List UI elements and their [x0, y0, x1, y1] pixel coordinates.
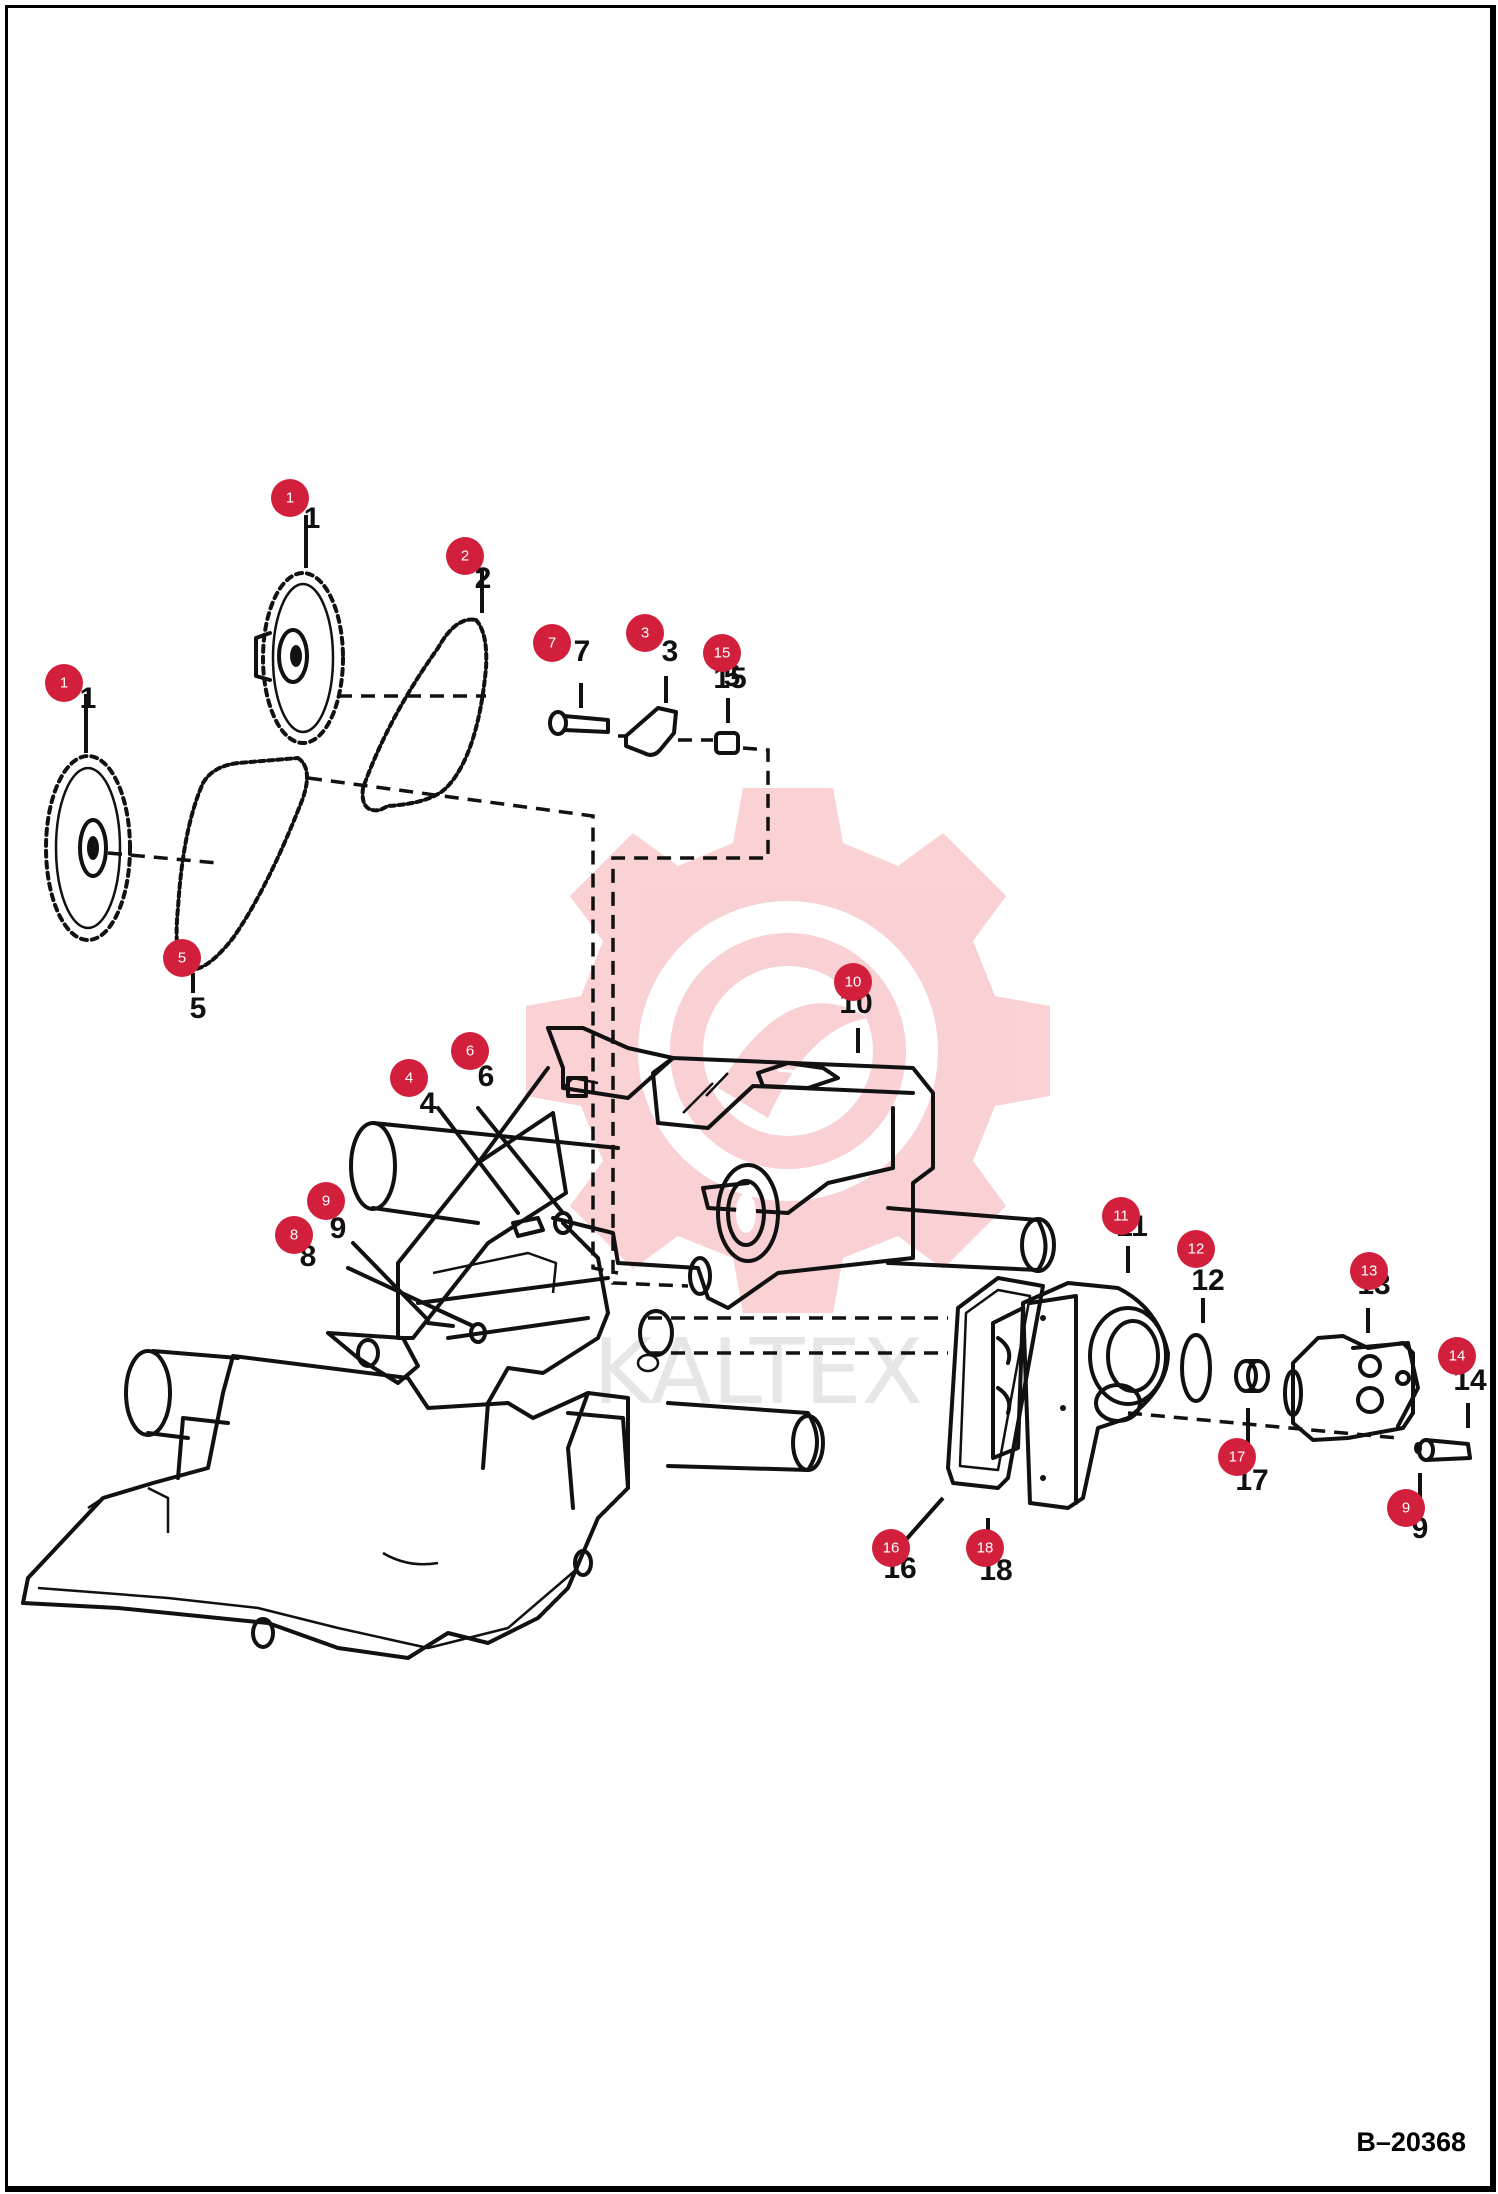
callout-10[interactable]: 10	[834, 963, 872, 1001]
callout-dot[interactable]	[446, 537, 484, 575]
callout-15[interactable]: 15	[703, 634, 741, 672]
callout-label: 7	[548, 635, 556, 652]
callout-label: 2	[461, 548, 469, 565]
callout-dot[interactable]	[1177, 1230, 1215, 1268]
callout-label: 1	[286, 490, 294, 507]
callout-dot[interactable]	[1438, 1337, 1476, 1375]
callout-dot[interactable]	[451, 1032, 489, 1070]
svg-text:9: 9	[330, 1212, 347, 1245]
callout-dot[interactable]	[45, 664, 83, 702]
svg-text:1: 1	[80, 682, 97, 715]
watermark-gear-icon	[526, 788, 1050, 1313]
callout-dot[interactable]	[1102, 1197, 1140, 1235]
callout-16[interactable]: 16	[872, 1529, 910, 1567]
callout-label: 8	[290, 1227, 298, 1244]
callout-13[interactable]: 13	[1350, 1252, 1388, 1290]
callout-5[interactable]: 5	[163, 939, 201, 977]
svg-text:7: 7	[574, 635, 591, 668]
diagram-frame: KALTEX	[5, 5, 1496, 2192]
hydraulic-motor-13	[1283, 1334, 1420, 1442]
callout-label: 1	[60, 675, 68, 692]
callout-dot[interactable]	[703, 634, 741, 672]
bushing-17	[1234, 1359, 1270, 1393]
callout-dot[interactable]	[390, 1059, 428, 1097]
callout-dot[interactable]	[1350, 1252, 1388, 1290]
callout-dot[interactable]	[626, 614, 664, 652]
gasket-16	[946, 1276, 1045, 1490]
callout-dot[interactable]	[533, 624, 571, 662]
callout-17[interactable]: 17	[1218, 1438, 1256, 1476]
svg-text:3: 3	[662, 635, 679, 668]
callout-label: 4	[405, 1070, 413, 1087]
callout-dot[interactable]	[163, 939, 201, 977]
callout-dot[interactable]	[834, 963, 872, 1001]
callout-1[interactable]: 1	[45, 664, 83, 702]
svg-text:5: 5	[190, 992, 207, 1025]
svg-text:12: 12	[1191, 1264, 1224, 1297]
callout-label: 9	[1402, 1500, 1410, 1517]
o-ring-12	[1180, 1333, 1212, 1403]
callout-dot[interactable]	[872, 1529, 910, 1567]
callout-label: 3	[641, 625, 649, 642]
sprocket-upper	[254, 571, 345, 745]
figure-id-label: B–20368	[1356, 2127, 1466, 2157]
nut-15	[714, 731, 740, 755]
seal-18	[991, 1306, 1025, 1460]
callout-dot[interactable]	[1218, 1438, 1256, 1476]
callout-14[interactable]: 14	[1438, 1337, 1476, 1375]
callout-7[interactable]: 7	[533, 624, 571, 662]
callout-dot[interactable]	[271, 479, 309, 517]
leader-lines	[84, 515, 1470, 1545]
bolt-7	[548, 710, 610, 736]
bolt-14	[1417, 1438, 1472, 1462]
callout-4[interactable]: 4	[390, 1059, 428, 1097]
callout-label: 18	[977, 1540, 994, 1557]
callout-12[interactable]: 12	[1177, 1230, 1215, 1268]
svg-text:4: 4	[420, 1087, 437, 1120]
callout-label: 16	[883, 1540, 900, 1557]
callout-label: 9	[322, 1193, 330, 1210]
callout-label: 14	[1449, 1348, 1466, 1365]
callout-label: 5	[178, 950, 186, 967]
parts-diagram: KALTEX	[21, 479, 1487, 1660]
callout-1[interactable]: 1	[271, 479, 309, 517]
svg-text:2: 2	[475, 562, 492, 595]
gearbox-11	[1021, 1281, 1170, 1510]
callout-9[interactable]: 9	[1387, 1489, 1425, 1527]
callout-6[interactable]: 6	[451, 1032, 489, 1070]
main-frame-10	[21, 1026, 1056, 1660]
callout-label: 11	[1113, 1208, 1129, 1225]
callout-dot[interactable]	[966, 1529, 1004, 1567]
callout-label: 17	[1229, 1449, 1246, 1466]
callout-dot[interactable]	[1387, 1489, 1425, 1527]
washer-9	[1414, 1442, 1422, 1454]
drive-chain-upper	[360, 617, 489, 813]
svg-text:1: 1	[304, 502, 321, 535]
callout-label: 15	[714, 645, 731, 662]
callout-dot[interactable]	[307, 1182, 345, 1220]
callout-label: 13	[1361, 1263, 1378, 1280]
callout-8[interactable]: 8	[275, 1216, 313, 1254]
drive-chain-lower	[174, 756, 309, 972]
svg-text:6: 6	[478, 1060, 495, 1093]
callout-label: 12	[1188, 1241, 1205, 1258]
callout-11[interactable]: 11	[1102, 1197, 1140, 1235]
callout-dot[interactable]	[275, 1216, 313, 1254]
callout-18[interactable]: 18	[966, 1529, 1004, 1567]
callout-2[interactable]: 2	[446, 537, 484, 575]
chain-tensioner-3	[624, 706, 678, 757]
callout-label: 6	[466, 1043, 474, 1060]
callout-9[interactable]: 9	[307, 1182, 345, 1220]
sprocket-lower	[44, 754, 132, 942]
callout-3[interactable]: 3	[626, 614, 664, 652]
callout-label: 10	[845, 974, 862, 991]
